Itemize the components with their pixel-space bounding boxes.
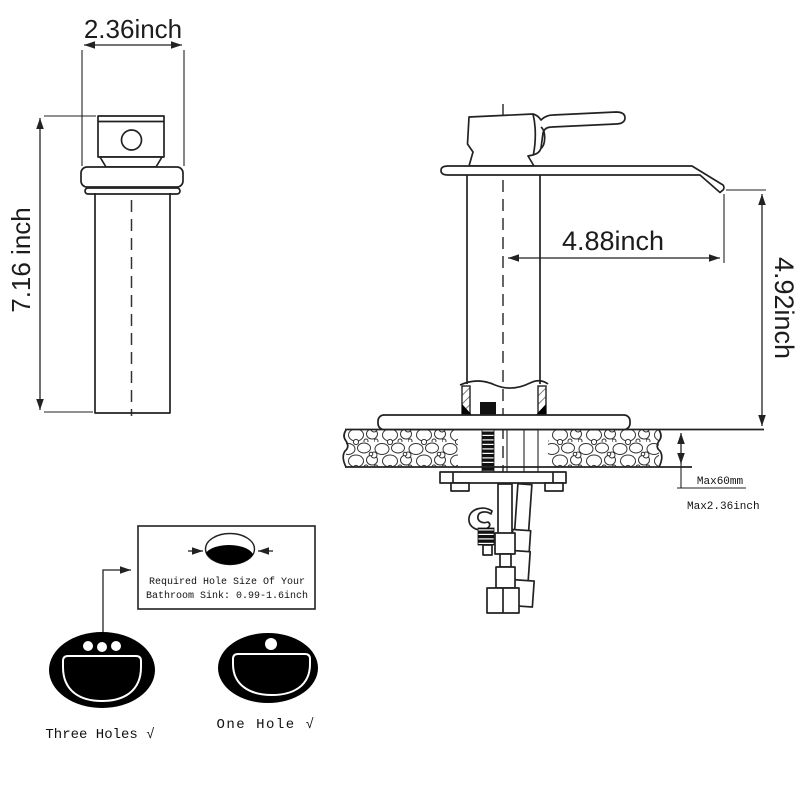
rod-thread-lower: [477, 527, 495, 546]
side-handle-pivot: [539, 126, 546, 150]
note-leader-line: [102, 566, 131, 633]
front-height-label: 7.16 inch: [6, 207, 36, 313]
front-width-label: 2.36inch: [84, 14, 182, 44]
three-hole-sink-icon: [49, 632, 155, 708]
front-body-column: [94, 193, 171, 414]
hole-size-note: Required Hole Size Of Your Bathroom Sink…: [102, 525, 316, 633]
spout-height-label: 4.92inch: [769, 257, 799, 359]
max-thickness-inch-label: Max2.36inch: [687, 501, 760, 513]
side-spout-deck: [440, 165, 725, 194]
dimension-counter-thickness: Max60mm Max2.36inch: [677, 433, 760, 513]
front-collar-lip: [84, 187, 181, 195]
hose-left: [486, 483, 520, 614]
sink-basin-outline: [232, 653, 311, 697]
rod-stub: [482, 544, 493, 556]
faucet-front-view: [80, 115, 184, 416]
counter-break-edge-right: [656, 429, 663, 468]
dimension-front-width: 2.36inch: [81, 14, 185, 166]
side-packing-nut: [480, 402, 496, 416]
bracket-nut-right: [544, 482, 564, 492]
dimension-front-height: 7.16 inch: [6, 115, 96, 413]
dimension-spout-height: 4.92inch: [726, 189, 799, 426]
side-base-plate: [377, 414, 631, 431]
sink-hole-dot: [111, 641, 121, 651]
sink-basin-outline: [62, 655, 142, 703]
side-handle-lever: [466, 111, 626, 167]
three-hole-sink-option: Three Holes √: [45, 632, 155, 743]
three-holes-label: Three Holes √: [45, 727, 154, 743]
side-handle-cap-edge: [532, 113, 537, 155]
bracket-nut-left: [450, 482, 470, 492]
counter-aggregate-left: [346, 430, 458, 467]
counter-break-edge-left: [342, 429, 349, 468]
note-line-2: Bathroom Sink: 0.99-1.6inch: [146, 590, 308, 602]
front-collar: [80, 166, 184, 188]
front-head-button: [120, 129, 143, 151]
side-seal-right: [536, 404, 546, 415]
sink-hole-dot: [265, 638, 277, 650]
max-thickness-mm-label: Max60mm: [697, 476, 744, 488]
front-neck-taper: [99, 156, 163, 168]
note-line-1: Required Hole Size Of Your: [149, 576, 305, 588]
one-hole-sink-option: One Hole √: [216, 633, 318, 733]
spout-reach-label: 4.88inch: [562, 226, 664, 256]
one-hole-label: One Hole √: [216, 717, 315, 733]
sink-hole-dot: [97, 642, 107, 652]
faucet-side-view: [440, 104, 725, 473]
counter-aggregate-right: [548, 430, 659, 467]
side-break-line: [459, 379, 549, 389]
dimension-spout-reach: 4.88inch: [508, 194, 725, 263]
mounting-bracket: [439, 471, 567, 484]
side-seal-left: [462, 404, 472, 415]
supply-hoses: [468, 482, 536, 614]
countertop-cross-section: [342, 414, 764, 492]
sink-hole-dot: [83, 641, 93, 651]
retainer-clip: [468, 507, 493, 531]
hole-fill: [205, 545, 253, 565]
